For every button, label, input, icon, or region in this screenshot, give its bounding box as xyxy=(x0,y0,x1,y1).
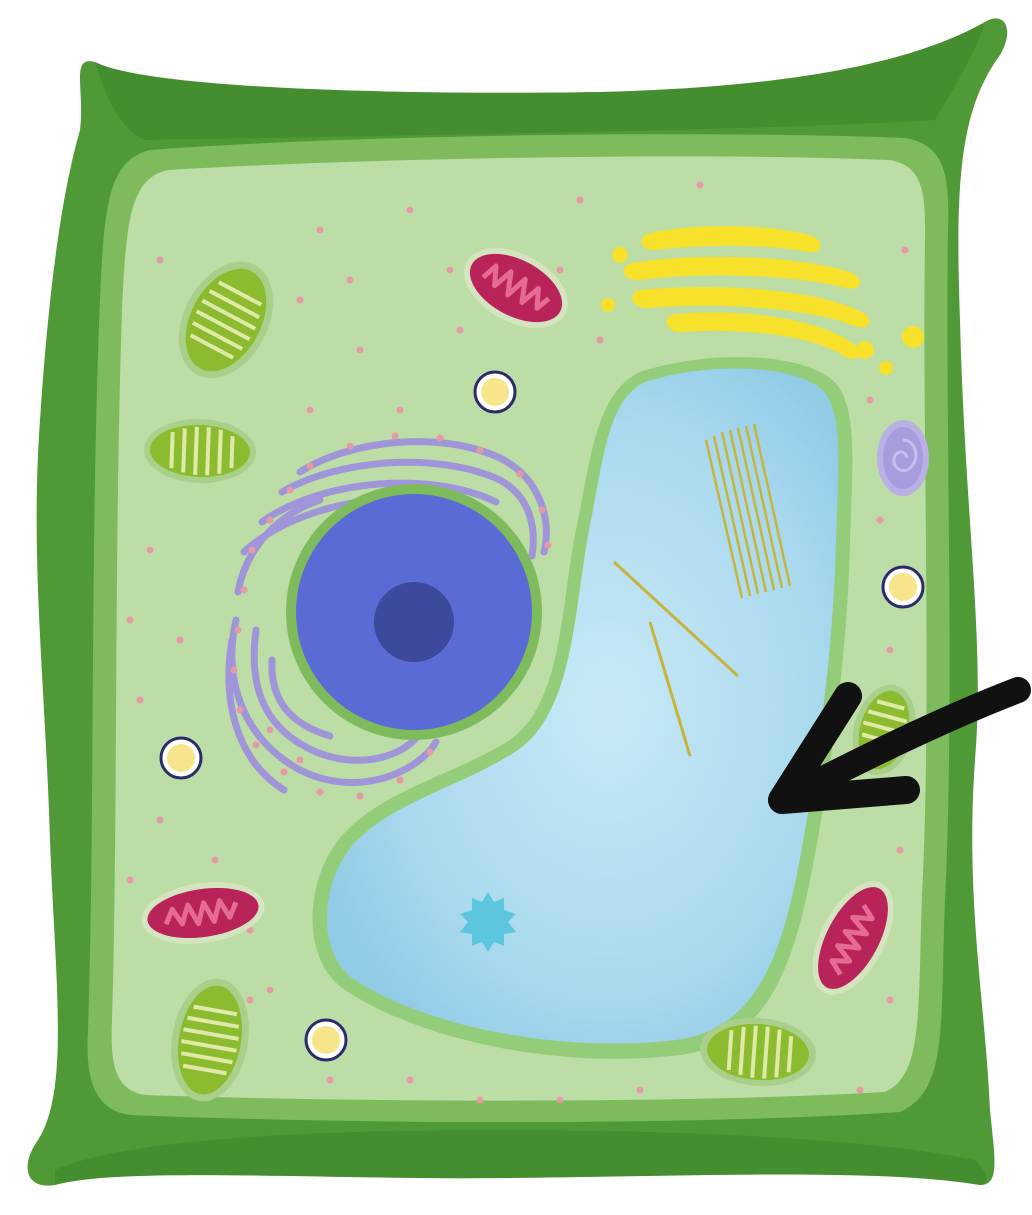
ribosome-dot xyxy=(557,267,564,274)
ribosome-dot xyxy=(127,617,134,624)
ribosome-dot xyxy=(887,647,894,654)
ribosome-dot xyxy=(447,267,454,274)
ribosome-dot xyxy=(212,857,219,864)
ribosome-dot xyxy=(857,1087,864,1094)
vesicle xyxy=(475,372,515,412)
ribosome-dot xyxy=(147,547,154,554)
ribosome-dot xyxy=(477,1097,484,1104)
ribosome-dot xyxy=(307,407,314,414)
lysosome xyxy=(877,420,929,496)
ribosome-dot xyxy=(867,397,874,404)
er-ribosome-dot xyxy=(249,547,256,554)
ribosome-dot xyxy=(297,297,304,304)
ribosome-dot xyxy=(902,247,909,254)
er-ribosome-dot xyxy=(392,433,399,440)
er-ribosome-dot xyxy=(427,749,434,756)
ribosome-dot xyxy=(457,327,464,334)
er-ribosome-dot xyxy=(241,587,248,594)
er-ribosome-dot xyxy=(267,517,274,524)
ribosome-dot xyxy=(887,997,894,1004)
er-ribosome-dot xyxy=(267,727,274,734)
ribosome-dot xyxy=(157,817,164,824)
ribosome-dot xyxy=(357,347,364,354)
nucleolus xyxy=(374,582,454,662)
er-ribosome-dot xyxy=(539,507,546,514)
ribosome-dot xyxy=(407,1077,414,1084)
er-ribosome-dot xyxy=(281,769,288,776)
er-ribosome-dot xyxy=(237,707,244,714)
er-ribosome-dot xyxy=(397,777,404,784)
er-ribosome-dot xyxy=(235,627,242,634)
ribosome-dot xyxy=(557,1097,564,1104)
ribosome-dot xyxy=(397,407,404,414)
ribosome-dot xyxy=(267,987,274,994)
ribosome-dot xyxy=(637,1087,644,1094)
ribosome-dot xyxy=(247,997,254,1004)
vesicle xyxy=(883,567,923,607)
ribosome-dot xyxy=(897,847,904,854)
ribosome-dot xyxy=(407,207,414,214)
er-ribosome-dot xyxy=(287,487,294,494)
ribosome-dot xyxy=(347,277,354,284)
er-ribosome-dot xyxy=(297,757,304,764)
er-ribosome-dot xyxy=(517,471,524,478)
ribosome-dot xyxy=(697,182,704,189)
ribosome-dot xyxy=(317,227,324,234)
ribosome-dot xyxy=(577,197,584,204)
er-ribosome-dot xyxy=(545,542,552,549)
ribosome-dot xyxy=(157,257,164,264)
ribosome-dot xyxy=(327,1077,334,1084)
er-ribosome-dot xyxy=(231,667,238,674)
ribosome-dot xyxy=(597,337,604,344)
er-ribosome-dot xyxy=(357,793,364,800)
ribosome-dot xyxy=(137,697,144,704)
nucleus xyxy=(286,484,542,740)
er-ribosome-dot xyxy=(477,447,484,454)
er-ribosome-dot xyxy=(437,435,444,442)
er-ribosome-dot xyxy=(317,789,324,796)
er-ribosome-dot xyxy=(253,742,260,749)
ribosome-dot xyxy=(877,517,884,524)
er-ribosome-dot xyxy=(307,463,314,470)
er-ribosome-dot xyxy=(347,443,354,450)
vesicle xyxy=(306,1020,346,1060)
vesicle xyxy=(161,738,201,778)
ribosome-dot xyxy=(127,877,134,884)
ribosome-dot xyxy=(177,637,184,644)
